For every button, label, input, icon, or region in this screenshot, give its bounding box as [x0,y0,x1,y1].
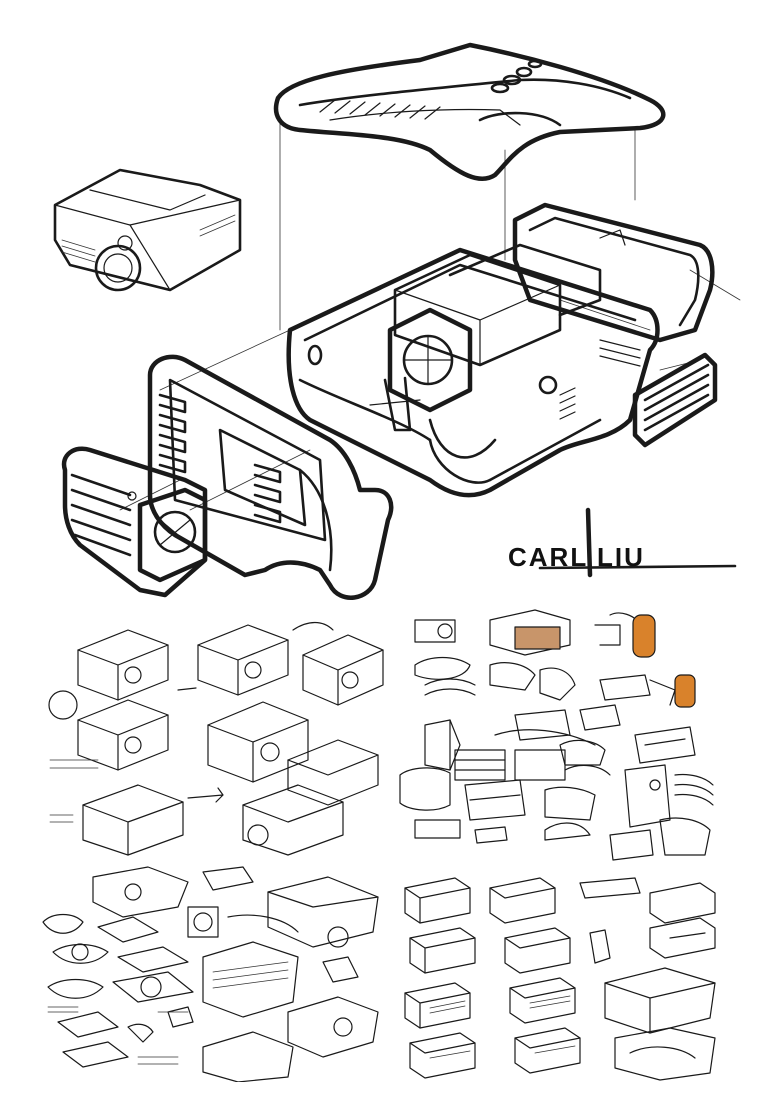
top-lid [273,42,666,182]
chassis-housing [286,243,660,498]
sketch-sheet-form-studies [399,609,714,861]
rear-side-panel [512,202,715,343]
designer-signature: CARL LIU [508,507,737,578]
left-grille-with-fan [61,446,208,598]
lid-hatching [319,99,441,120]
left-grille-slats [70,473,132,557]
chassis-side-vents [559,339,641,420]
right-vent-grille [632,352,718,448]
signature-text: CARL LIU [508,542,645,572]
bezel-left-slats [158,393,187,474]
front-bezel-frame [147,354,394,600]
bezel-mid-slats [253,463,282,524]
thumbnail-vents [61,214,236,263]
exploded-view-drawing: CARL LIU [53,42,741,600]
sketch-sheet-box-variants [404,877,716,1081]
sketch-sheet-projector-views [48,621,384,856]
projector-thumbnail [53,168,242,292]
right-grille-slats [643,363,710,432]
sketch-sheet-component-studies [42,866,379,1082]
construction-lines [119,119,741,511]
